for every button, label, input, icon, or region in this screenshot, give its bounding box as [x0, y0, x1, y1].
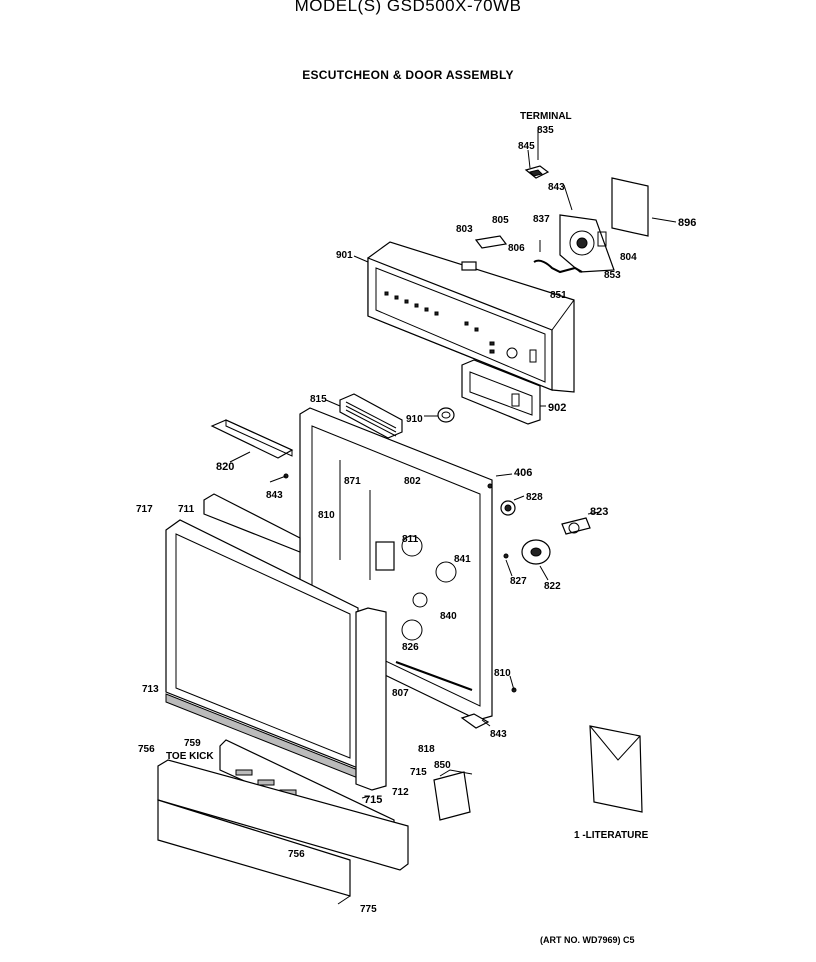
- label-843-bottom: 843: [490, 729, 507, 740]
- label-toe-kick: TOE KICK: [166, 751, 214, 762]
- label-811: 811: [402, 534, 419, 545]
- model-title: MODEL(S) GSD500X-70WB: [294, 0, 522, 15]
- label-845: 845: [518, 141, 535, 152]
- literature-envelope: [589, 725, 643, 813]
- label-756-bottom: 756: [288, 849, 305, 860]
- label-802: 802: [404, 476, 421, 487]
- door-handle: [210, 419, 294, 459]
- label-822: 822: [544, 581, 561, 592]
- label-843-top: 843: [548, 182, 565, 193]
- switch-parts: [461, 235, 583, 274]
- label-711: 711: [178, 504, 195, 515]
- shaft: [561, 517, 591, 535]
- label-910: 910: [406, 414, 423, 425]
- label-871: 871: [344, 476, 361, 487]
- vent-louvers: [345, 401, 397, 437]
- escutcheon-panel: [367, 241, 575, 393]
- label-805: 805: [492, 215, 509, 226]
- bracket: [433, 769, 473, 821]
- label-807: 807: [392, 688, 409, 699]
- kick-plate: [157, 759, 409, 897]
- label-901: 901: [336, 250, 353, 261]
- escutcheon-insert: [461, 359, 541, 425]
- label-806: 806: [508, 243, 525, 254]
- label-820: 820: [216, 461, 234, 473]
- art-number: (ART NO. WD7969) C5: [540, 935, 635, 945]
- label-717: 717: [136, 504, 153, 515]
- section-title: ESCUTCHEON & DOOR ASSEMBLY: [302, 68, 514, 82]
- bearing: [500, 500, 516, 516]
- pulley-wheel: [521, 539, 551, 565]
- label-828: 828: [526, 492, 543, 503]
- leader-lines: [229, 128, 677, 905]
- label-853: 853: [604, 270, 621, 281]
- side-channel: [355, 607, 387, 791]
- terminal-block: [524, 165, 550, 179]
- label-850: 850: [434, 760, 451, 771]
- label-literature: 1 -LITERATURE: [574, 830, 649, 841]
- label-810-bottom: 810: [494, 668, 511, 679]
- part-labels: TERMINAL 835 845 843 896 837 805 803 806…: [136, 111, 696, 915]
- label-835: 835: [537, 125, 554, 136]
- label-803: 803: [456, 224, 473, 235]
- label-818: 818: [418, 744, 435, 755]
- label-843-mid: 843: [266, 490, 283, 501]
- label-815: 815: [310, 394, 327, 405]
- label-759: 759: [184, 738, 201, 749]
- label-823: 823: [590, 506, 608, 518]
- label-713: 713: [142, 684, 159, 695]
- door-liner-edge: [203, 493, 301, 553]
- label-712: 712: [392, 787, 409, 798]
- label-715-right: 715: [410, 767, 427, 778]
- label-810-top: 810: [318, 510, 335, 521]
- timer-assembly: [559, 214, 615, 273]
- label-837: 837: [533, 214, 550, 225]
- hinge-arm: [460, 713, 490, 729]
- label-715-bottom: 715: [364, 794, 382, 806]
- screws: [283, 473, 517, 693]
- label-406: 406: [514, 467, 532, 479]
- label-826: 826: [402, 642, 419, 653]
- label-card: [611, 177, 649, 237]
- knob: [437, 407, 455, 423]
- label-851: 851: [550, 290, 567, 301]
- label-775: 775: [360, 904, 377, 915]
- label-840: 840: [440, 611, 457, 622]
- label-terminal: TERMINAL: [520, 111, 572, 122]
- label-756-top: 756: [138, 744, 155, 755]
- label-804: 804: [620, 252, 637, 263]
- label-896: 896: [678, 217, 696, 229]
- vent: [339, 393, 403, 439]
- label-827: 827: [510, 576, 527, 587]
- escutcheon-buttons: [384, 291, 495, 354]
- label-902: 902: [548, 402, 566, 414]
- label-841: 841: [454, 554, 471, 565]
